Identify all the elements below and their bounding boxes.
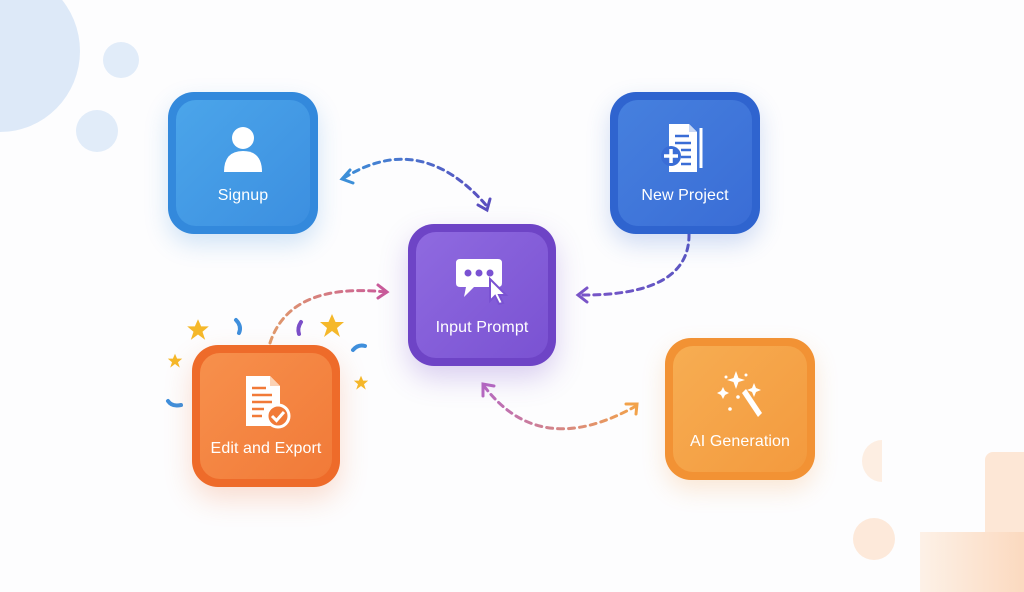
bg-circle-peach bbox=[853, 518, 895, 560]
node-label: Edit and Export bbox=[210, 440, 322, 457]
document-plus-icon bbox=[657, 121, 713, 177]
bg-halfcircle bbox=[862, 440, 882, 482]
bg-block-peach bbox=[920, 532, 1024, 592]
confetti-blue bbox=[166, 399, 183, 408]
arrow-newproject-input bbox=[575, 232, 691, 304]
document-check-icon bbox=[238, 374, 294, 430]
bg-circle-small bbox=[76, 110, 118, 152]
chat-cursor-icon bbox=[454, 253, 510, 309]
arrow-edit-input bbox=[268, 283, 390, 345]
user-icon bbox=[215, 121, 271, 177]
node-label: AI Generation bbox=[689, 433, 791, 450]
magic-wand-icon bbox=[712, 367, 768, 423]
confetti-blue bbox=[351, 343, 367, 352]
confetti-blue bbox=[234, 318, 242, 335]
confetti-purple bbox=[296, 320, 303, 336]
node-ai-generation[interactable]: AI Generation bbox=[665, 338, 815, 480]
node-new-project[interactable]: New Project bbox=[610, 92, 760, 234]
arrow-signup-input bbox=[339, 157, 492, 213]
node-label: Input Prompt bbox=[435, 319, 529, 336]
star-icon bbox=[167, 314, 369, 390]
node-label: New Project bbox=[641, 187, 729, 204]
arrow-input-aigen bbox=[481, 382, 639, 431]
node-input-prompt[interactable]: Input Prompt bbox=[408, 224, 556, 366]
node-signup[interactable]: Signup bbox=[168, 92, 318, 234]
node-edit-export[interactable]: Edit and Export bbox=[192, 345, 340, 487]
bg-circle-small bbox=[103, 42, 139, 78]
node-label: Signup bbox=[217, 187, 269, 204]
